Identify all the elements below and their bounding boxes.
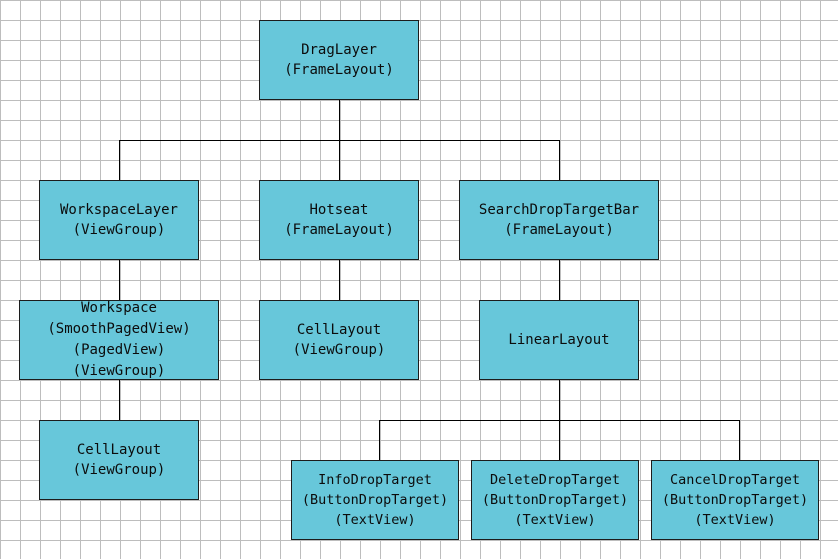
node-draglayer-title: DragLayer <box>301 42 377 58</box>
node-workspace-type1: (SmoothPagedView) <box>47 321 191 337</box>
node-canceldroptarget: CancelDropTarget (ButtonDropTarget) (Tex… <box>651 460 819 540</box>
node-canceldroptarget-type2: (TextView) <box>694 512 776 528</box>
node-linearlayout: LinearLayout <box>479 300 639 380</box>
node-workspace-title: Workspace <box>81 300 157 316</box>
node-linearlayout-title: LinearLayout <box>508 332 610 348</box>
node-draglayer: DragLayer (FrameLayout) <box>259 20 419 100</box>
node-searchdroptargetbar-type: (FrameLayout) <box>504 222 614 238</box>
node-celllayout-workspace: CellLayout (ViewGroup) <box>39 420 199 500</box>
node-infodroptarget-title: InfoDropTarget <box>318 472 432 488</box>
node-celllayout-workspace-type: (ViewGroup) <box>72 462 166 478</box>
node-deletedroptarget-type1: (ButtonDropTarget) <box>481 492 629 508</box>
node-canceldroptarget-type1: (ButtonDropTarget) <box>661 492 809 508</box>
node-workspacelayer-type: (ViewGroup) <box>72 222 166 238</box>
node-workspace-type3: (ViewGroup) <box>72 363 166 379</box>
node-searchdroptargetbar-title: SearchDropTargetBar <box>478 202 640 218</box>
node-celllayout-hotseat: CellLayout (ViewGroup) <box>259 300 419 380</box>
node-infodroptarget: InfoDropTarget (ButtonDropTarget) (TextV… <box>291 460 459 540</box>
node-workspace: Workspace (SmoothPagedView) (PagedView) … <box>19 300 219 380</box>
node-workspace-type2: (PagedView) <box>72 342 166 358</box>
node-deletedroptarget: DeleteDropTarget (ButtonDropTarget) (Tex… <box>471 460 639 540</box>
node-workspacelayer: WorkspaceLayer (ViewGroup) <box>39 180 199 260</box>
node-canceldroptarget-title: CancelDropTarget <box>669 472 801 488</box>
node-celllayout-hotseat-type: (ViewGroup) <box>292 342 386 358</box>
node-deletedroptarget-title: DeleteDropTarget <box>489 472 621 488</box>
node-hotseat: Hotseat (FrameLayout) <box>259 180 419 260</box>
node-hotseat-type: (FrameLayout) <box>284 222 394 238</box>
node-hotseat-title: Hotseat <box>309 202 369 218</box>
node-infodroptarget-type1: (ButtonDropTarget) <box>301 492 449 508</box>
node-celllayout-workspace-title: CellLayout <box>76 442 162 458</box>
node-celllayout-hotseat-title: CellLayout <box>296 322 382 338</box>
node-searchdroptargetbar: SearchDropTargetBar (FrameLayout) <box>459 180 659 260</box>
node-draglayer-type: (FrameLayout) <box>284 62 394 78</box>
node-deletedroptarget-type2: (TextView) <box>514 512 596 528</box>
node-infodroptarget-type2: (TextView) <box>334 512 416 528</box>
node-workspacelayer-title: WorkspaceLayer <box>59 202 178 218</box>
